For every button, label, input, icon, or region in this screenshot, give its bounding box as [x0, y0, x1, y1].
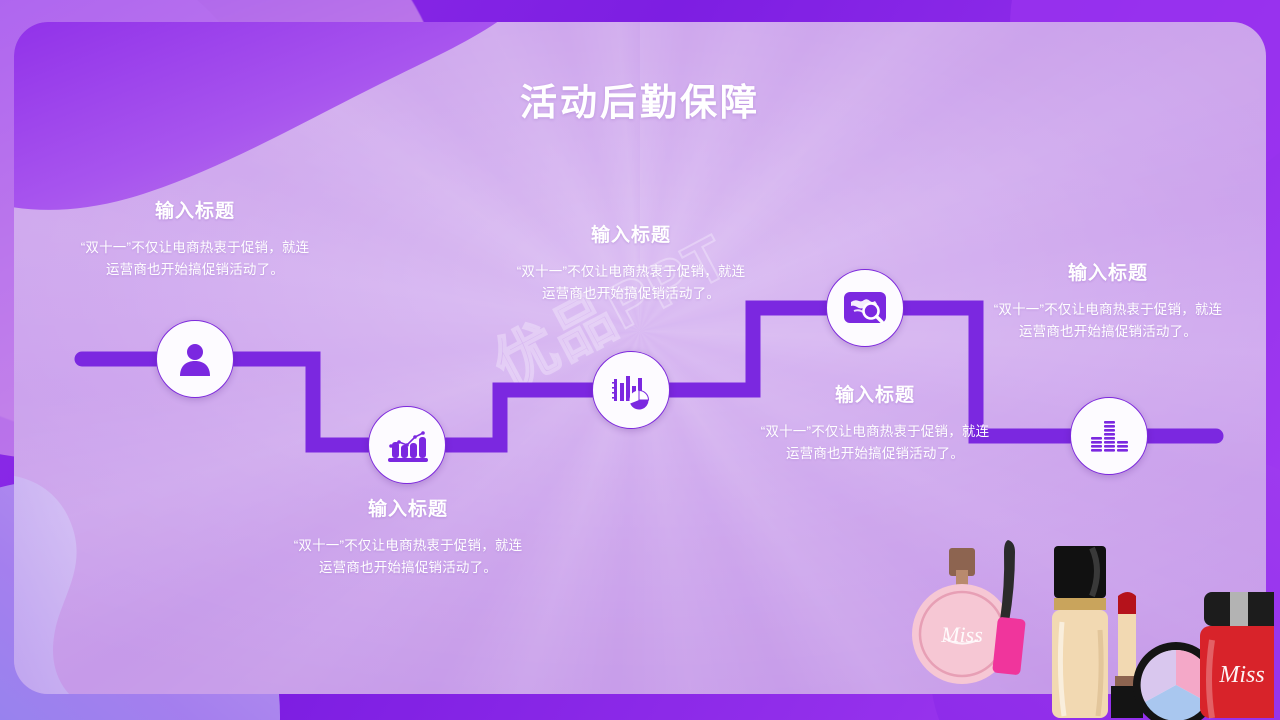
page-title: 活动后勤保障: [520, 82, 760, 123]
step-heading-5: 输入标题: [1067, 263, 1148, 284]
step-body-3: “双十一”不仅让电商热衷于促销，就连运营商也开始搞促销活动了。: [516, 264, 746, 301]
step-heading-4: 输入标题: [834, 385, 915, 406]
user-icon: [175, 339, 215, 379]
step-node-4[interactable]: [826, 269, 904, 347]
step-heading-1: 输入标题: [154, 201, 235, 222]
foundation-bottle-icon: [1052, 546, 1108, 718]
world-map-search-icon: [842, 289, 888, 327]
step-text-3: 输入标题 “双十一”不仅让电商热衷于促销，就连运营商也开始搞促销活动了。: [516, 220, 746, 305]
step-text-2: 输入标题 “双十一”不仅让电商热衷于促销，就连运营商也开始搞促销活动了。: [293, 494, 523, 579]
nail-polish-jar-icon: Miss: [1200, 592, 1274, 719]
step-text-1: 输入标题 “双十一”不仅让电商热衷于促销，就连运营商也开始搞促销活动了。: [80, 196, 310, 281]
step-node-3[interactable]: [592, 351, 670, 429]
step-node-2[interactable]: [368, 406, 446, 484]
step-text-5: 输入标题 “双十一”不仅让电商热衷于促销，就连运营商也开始搞促销活动了。: [993, 258, 1223, 343]
svg-text:Miss: Miss: [1218, 662, 1264, 688]
panel-wave-bottom-left: [14, 475, 77, 694]
step-heading-2: 输入标题: [367, 499, 448, 520]
step-text-4: 输入标题 “双十一”不仅让电商热衷于促销，就连运营商也开始搞促销活动了。: [760, 380, 990, 465]
cosmetics-illustration: Miss: [912, 540, 1274, 720]
step-body-5: “双十一”不仅让电商热衷于促销，就连运营商也开始搞促销活动了。: [993, 302, 1223, 339]
svg-text:Miss: Miss: [940, 622, 983, 647]
step-node-1[interactable]: [156, 320, 234, 398]
perfume-bottle-icon: Miss: [912, 548, 1012, 684]
panel-wave-top-left: [14, 22, 498, 210]
step-node-5[interactable]: [1070, 397, 1148, 475]
equalizer-chart-icon: [1088, 416, 1130, 456]
step-body-4: “双十一”不仅让电商热衷于促销，就连运营商也开始搞促销活动了。: [760, 424, 990, 461]
bar-pie-chart-icon: [609, 369, 653, 411]
step-body-1: “双十一”不仅让电商热衷于促销，就连运营商也开始搞促销活动了。: [80, 240, 310, 277]
mascara-wand-icon: [992, 540, 1026, 675]
step-body-2: “双十一”不仅让电商热衷于促销，就连运营商也开始搞促销活动了。: [293, 538, 523, 575]
step-heading-3: 输入标题: [590, 225, 671, 246]
bar-chart-trend-icon: [385, 425, 429, 465]
